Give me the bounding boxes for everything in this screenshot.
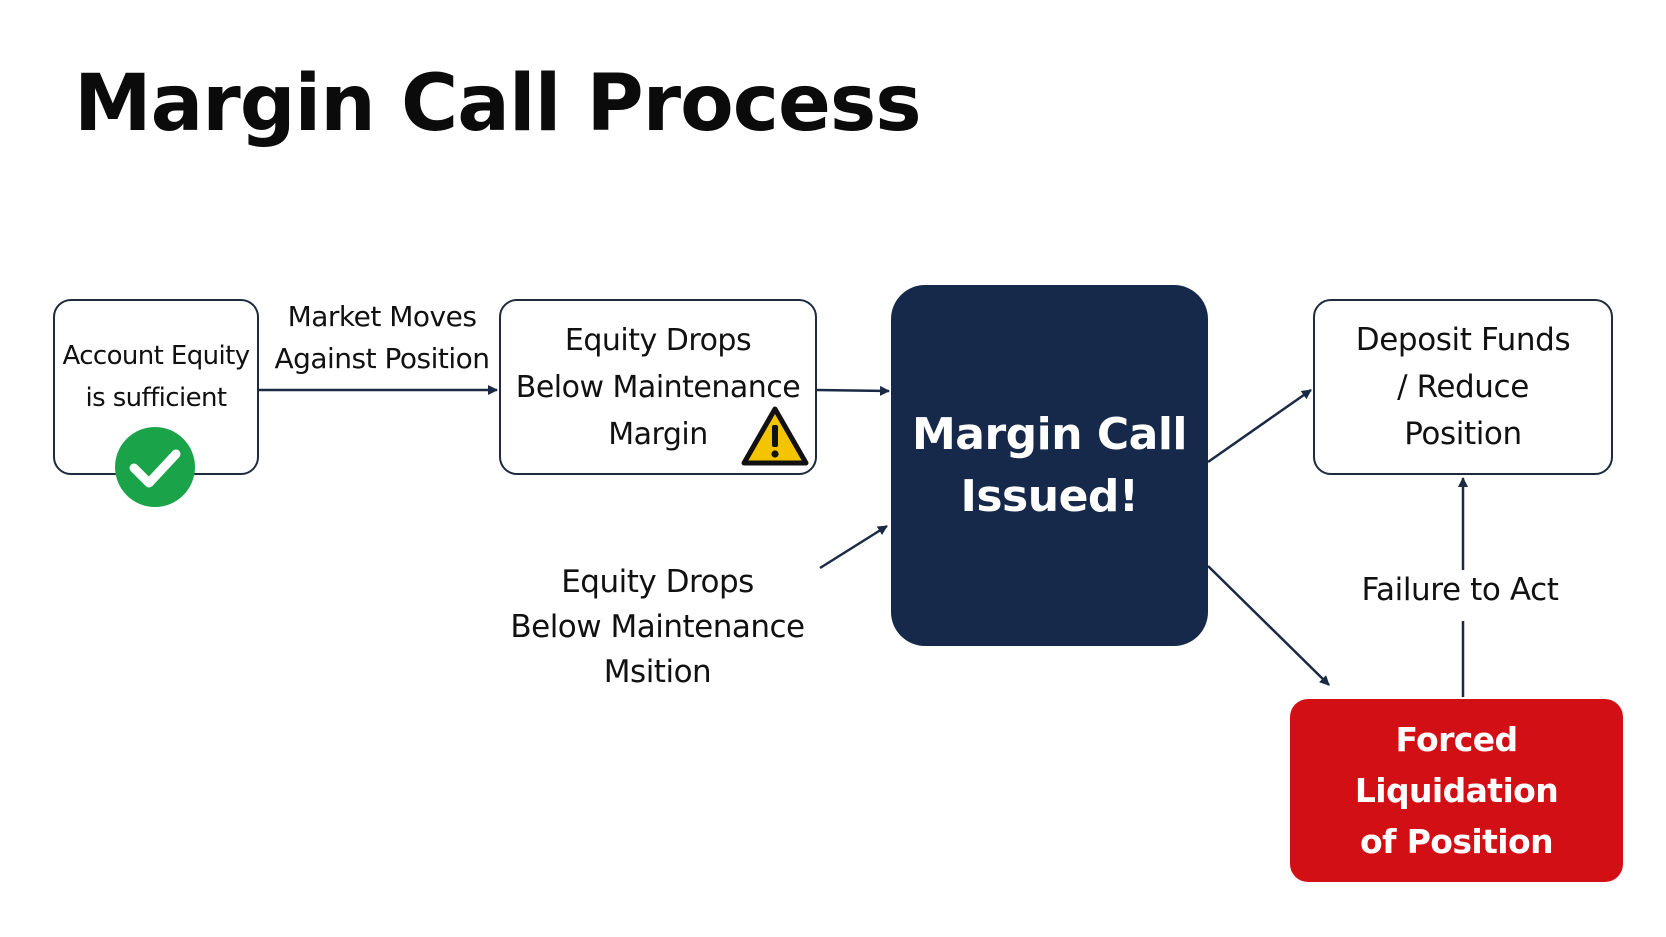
node-margin-call-label: Margin Call Issued!: [911, 408, 1188, 522]
node-margin-call: Margin Call Issued!: [891, 285, 1208, 646]
edge-label-market-moves: Market Moves Against Position: [274, 300, 490, 375]
node-account-equity-label: Account Equity is sufficient: [62, 341, 250, 413]
node-equity-drops-label: Equity Drops Below Maintenance Margin: [515, 322, 801, 452]
node-equity-drops: Equity Drops Below Maintenance Margin: [499, 299, 817, 475]
node-deposit-funds-label: Deposit Funds / Reduce Position: [1355, 321, 1571, 452]
arrow-drops-to-margin-call: [816, 385, 890, 396]
check-circle-icon: [115, 427, 195, 507]
node-forced-liquidation-label: Forced Liquidation of Position: [1354, 720, 1559, 861]
arrow-margin-call-to-deposit: [1207, 388, 1312, 464]
arrow-lower-drops-to-margin-call: [819, 524, 888, 570]
node-forced-liquidation: Forced Liquidation of Position: [1290, 699, 1623, 882]
edge-label-failure-to-act: Failure to Act: [1361, 572, 1559, 608]
page-title: Margin Call Process: [74, 59, 922, 149]
edge-label-equity-drops: Equity Drops Below Maintenance Msition: [510, 564, 805, 690]
arrow-margin-call-to-liquidation: [1207, 565, 1330, 686]
warning-triangle-icon: [741, 406, 809, 466]
node-deposit-funds: Deposit Funds / Reduce Position: [1313, 299, 1613, 475]
